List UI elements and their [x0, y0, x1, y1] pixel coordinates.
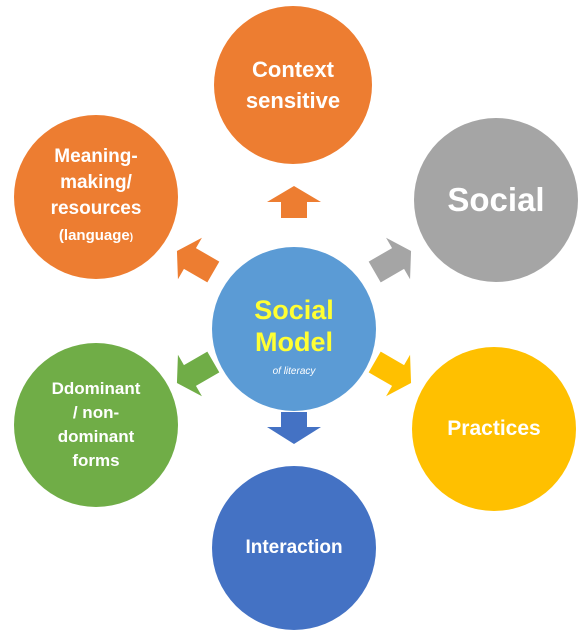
- node-dominant-forms: Ddominant / non- dominant forms: [14, 343, 178, 507]
- node-meaning-making-text: Meaning- making/ resources (language): [51, 144, 142, 251]
- node-practices-label: Practices: [447, 417, 541, 440]
- center-subtitle: of literacy: [272, 365, 316, 377]
- arrow-to-meaning-making: [176, 237, 220, 283]
- arrow-to-dominant-forms: [176, 351, 220, 397]
- node-social: Social: [414, 118, 578, 282]
- center-title: Social Model: [254, 294, 334, 357]
- arrow-to-interaction: [267, 412, 321, 444]
- node-social-label: Social: [447, 181, 545, 218]
- arrow-to-context-sensitive: [267, 186, 321, 218]
- node-context-sensitive: Context sensitive: [214, 6, 372, 164]
- node-interaction-label: Interaction: [245, 537, 343, 558]
- arrow-to-practices: [368, 351, 412, 397]
- node-meaning-making-language: (language: [58, 226, 130, 244]
- node-meaning-making-label: Meaning- making/ resources: [50, 145, 142, 219]
- node-dominant-forms-label: Ddominant / non- dominant forms: [51, 379, 141, 470]
- node-meaning-making-paren: ): [129, 231, 134, 243]
- node-context-sensitive-label: Context sensitive: [245, 57, 341, 113]
- node-meaning-making: Meaning- making/ resources (language): [14, 115, 178, 279]
- center-social-model: Social Model of literacy: [212, 247, 376, 411]
- node-interaction: Interaction: [212, 466, 376, 630]
- node-practices: Practices: [412, 347, 576, 511]
- arrow-to-social: [368, 237, 412, 283]
